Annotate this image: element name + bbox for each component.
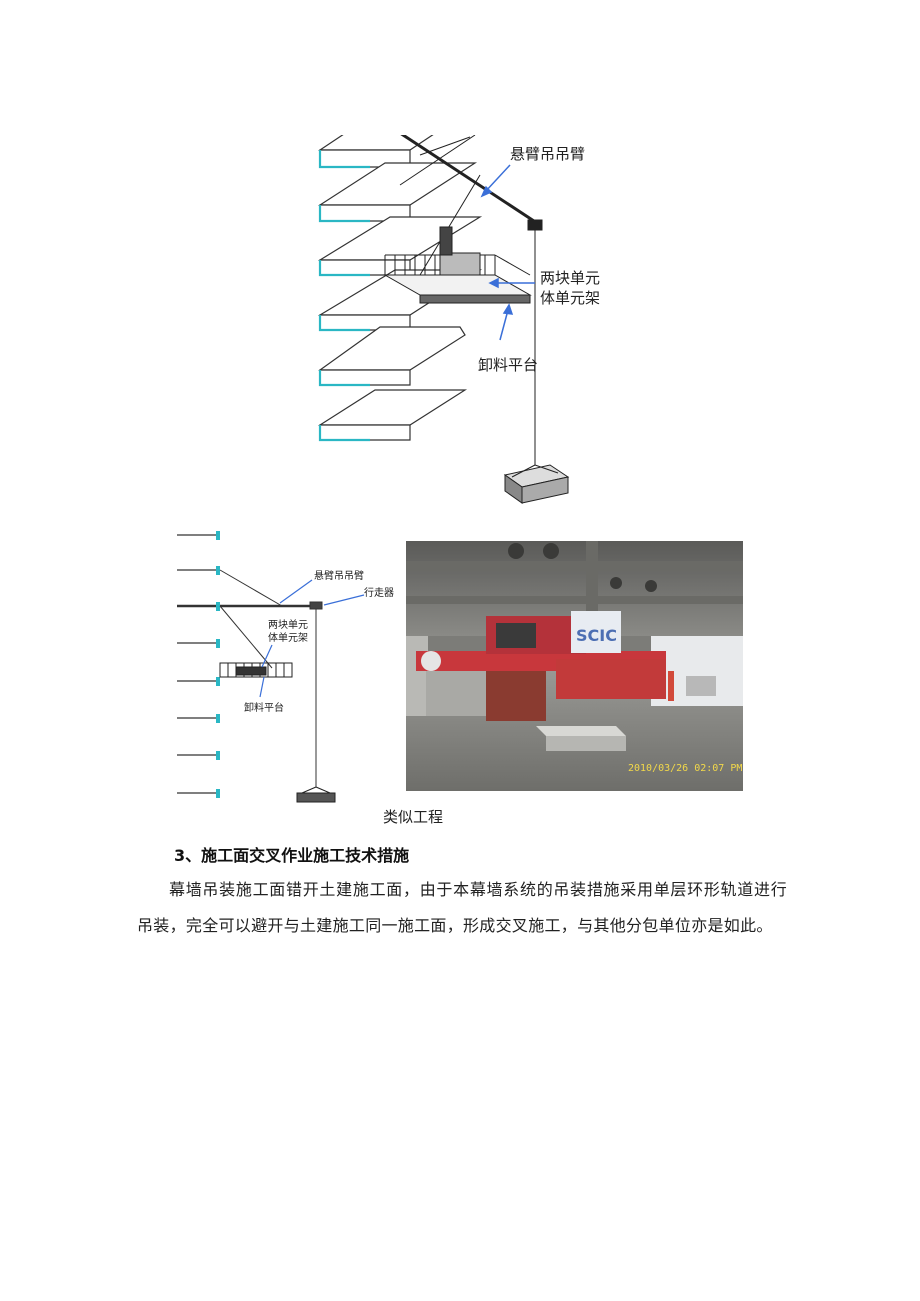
side-label-unit-line1: 两块单元 bbox=[268, 619, 308, 631]
side-arrows bbox=[259, 579, 365, 698]
slab bbox=[317, 389, 468, 441]
callout-arrows bbox=[480, 164, 535, 341]
slab-edges bbox=[318, 150, 370, 442]
sign-board bbox=[571, 611, 621, 653]
isometric-hoist-diagram: 悬臂吊吊臂 两块单元 体单元架 卸料平台 bbox=[317, 135, 600, 504]
paragraph: 幕墙吊装施工面错开土建施工面，由于本幕墙系统的吊装措施采用单层环形轨道进行吊装，… bbox=[137, 880, 787, 935]
slab bbox=[317, 162, 478, 222]
slab bbox=[318, 326, 466, 386]
section-body: 幕墙吊装施工面错开土建施工面，由于本幕墙系统的吊装措施采用单层环形轨道进行吊装，… bbox=[137, 872, 787, 944]
label-unit-line1: 两块单元 bbox=[540, 269, 600, 287]
unloading-platform bbox=[383, 226, 532, 304]
figure-caption: 类似工程 bbox=[383, 808, 444, 826]
site-photo: SCIC 2010/03/26 02:07 PM bbox=[406, 541, 743, 791]
side-label-unit-line2: 体单元架 bbox=[268, 632, 308, 644]
section-heading: 3、施工面交叉作业施工技术措施 bbox=[174, 846, 410, 865]
column bbox=[406, 636, 428, 716]
side-load bbox=[296, 786, 336, 803]
label-cantilever: 悬臂吊吊臂 bbox=[510, 145, 585, 163]
side-label-platform: 卸料平台 bbox=[244, 701, 284, 714]
floor-block bbox=[536, 726, 626, 751]
ceiling-lamps bbox=[508, 543, 657, 592]
floor-lines bbox=[177, 534, 322, 794]
background-machinery bbox=[668, 671, 716, 701]
side-label-trolley: 行走器 bbox=[364, 586, 394, 599]
cantilever-boom bbox=[399, 135, 543, 465]
side-platform bbox=[219, 662, 293, 678]
concrete-counterweight bbox=[426, 671, 496, 716]
label-platform: 卸料平台 bbox=[478, 356, 538, 374]
red-crane bbox=[416, 616, 666, 721]
photo-timestamp: 2010/03/26 02:07 PM bbox=[628, 763, 742, 774]
label-unit-line2: 体单元架 bbox=[540, 289, 600, 307]
slab-ends bbox=[216, 531, 220, 798]
side-label-cantilever: 悬臂吊吊臂 bbox=[314, 569, 364, 582]
side-elevation-diagram: 悬臂吊吊臂 行走器 两块单元 体单元架 卸料平台 bbox=[177, 531, 394, 803]
suspended-load bbox=[503, 464, 570, 504]
boom-ties bbox=[219, 569, 323, 787]
slab bbox=[318, 135, 434, 168]
sign-text: SCIC bbox=[576, 626, 617, 645]
